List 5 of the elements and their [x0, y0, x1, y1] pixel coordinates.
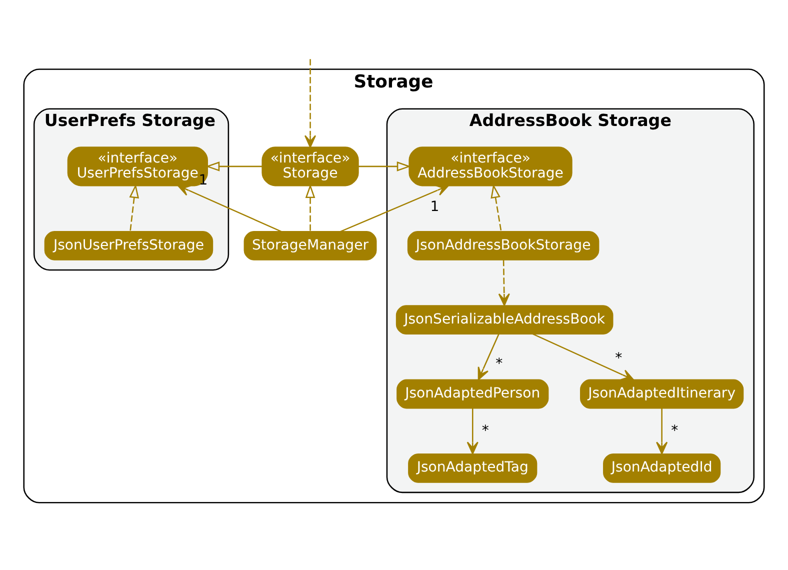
edge-label: 1	[430, 198, 440, 214]
edge-label: *	[671, 422, 678, 439]
edge-label: *	[482, 422, 489, 439]
edge-label: *	[615, 350, 622, 366]
edge-label: *	[496, 356, 503, 372]
